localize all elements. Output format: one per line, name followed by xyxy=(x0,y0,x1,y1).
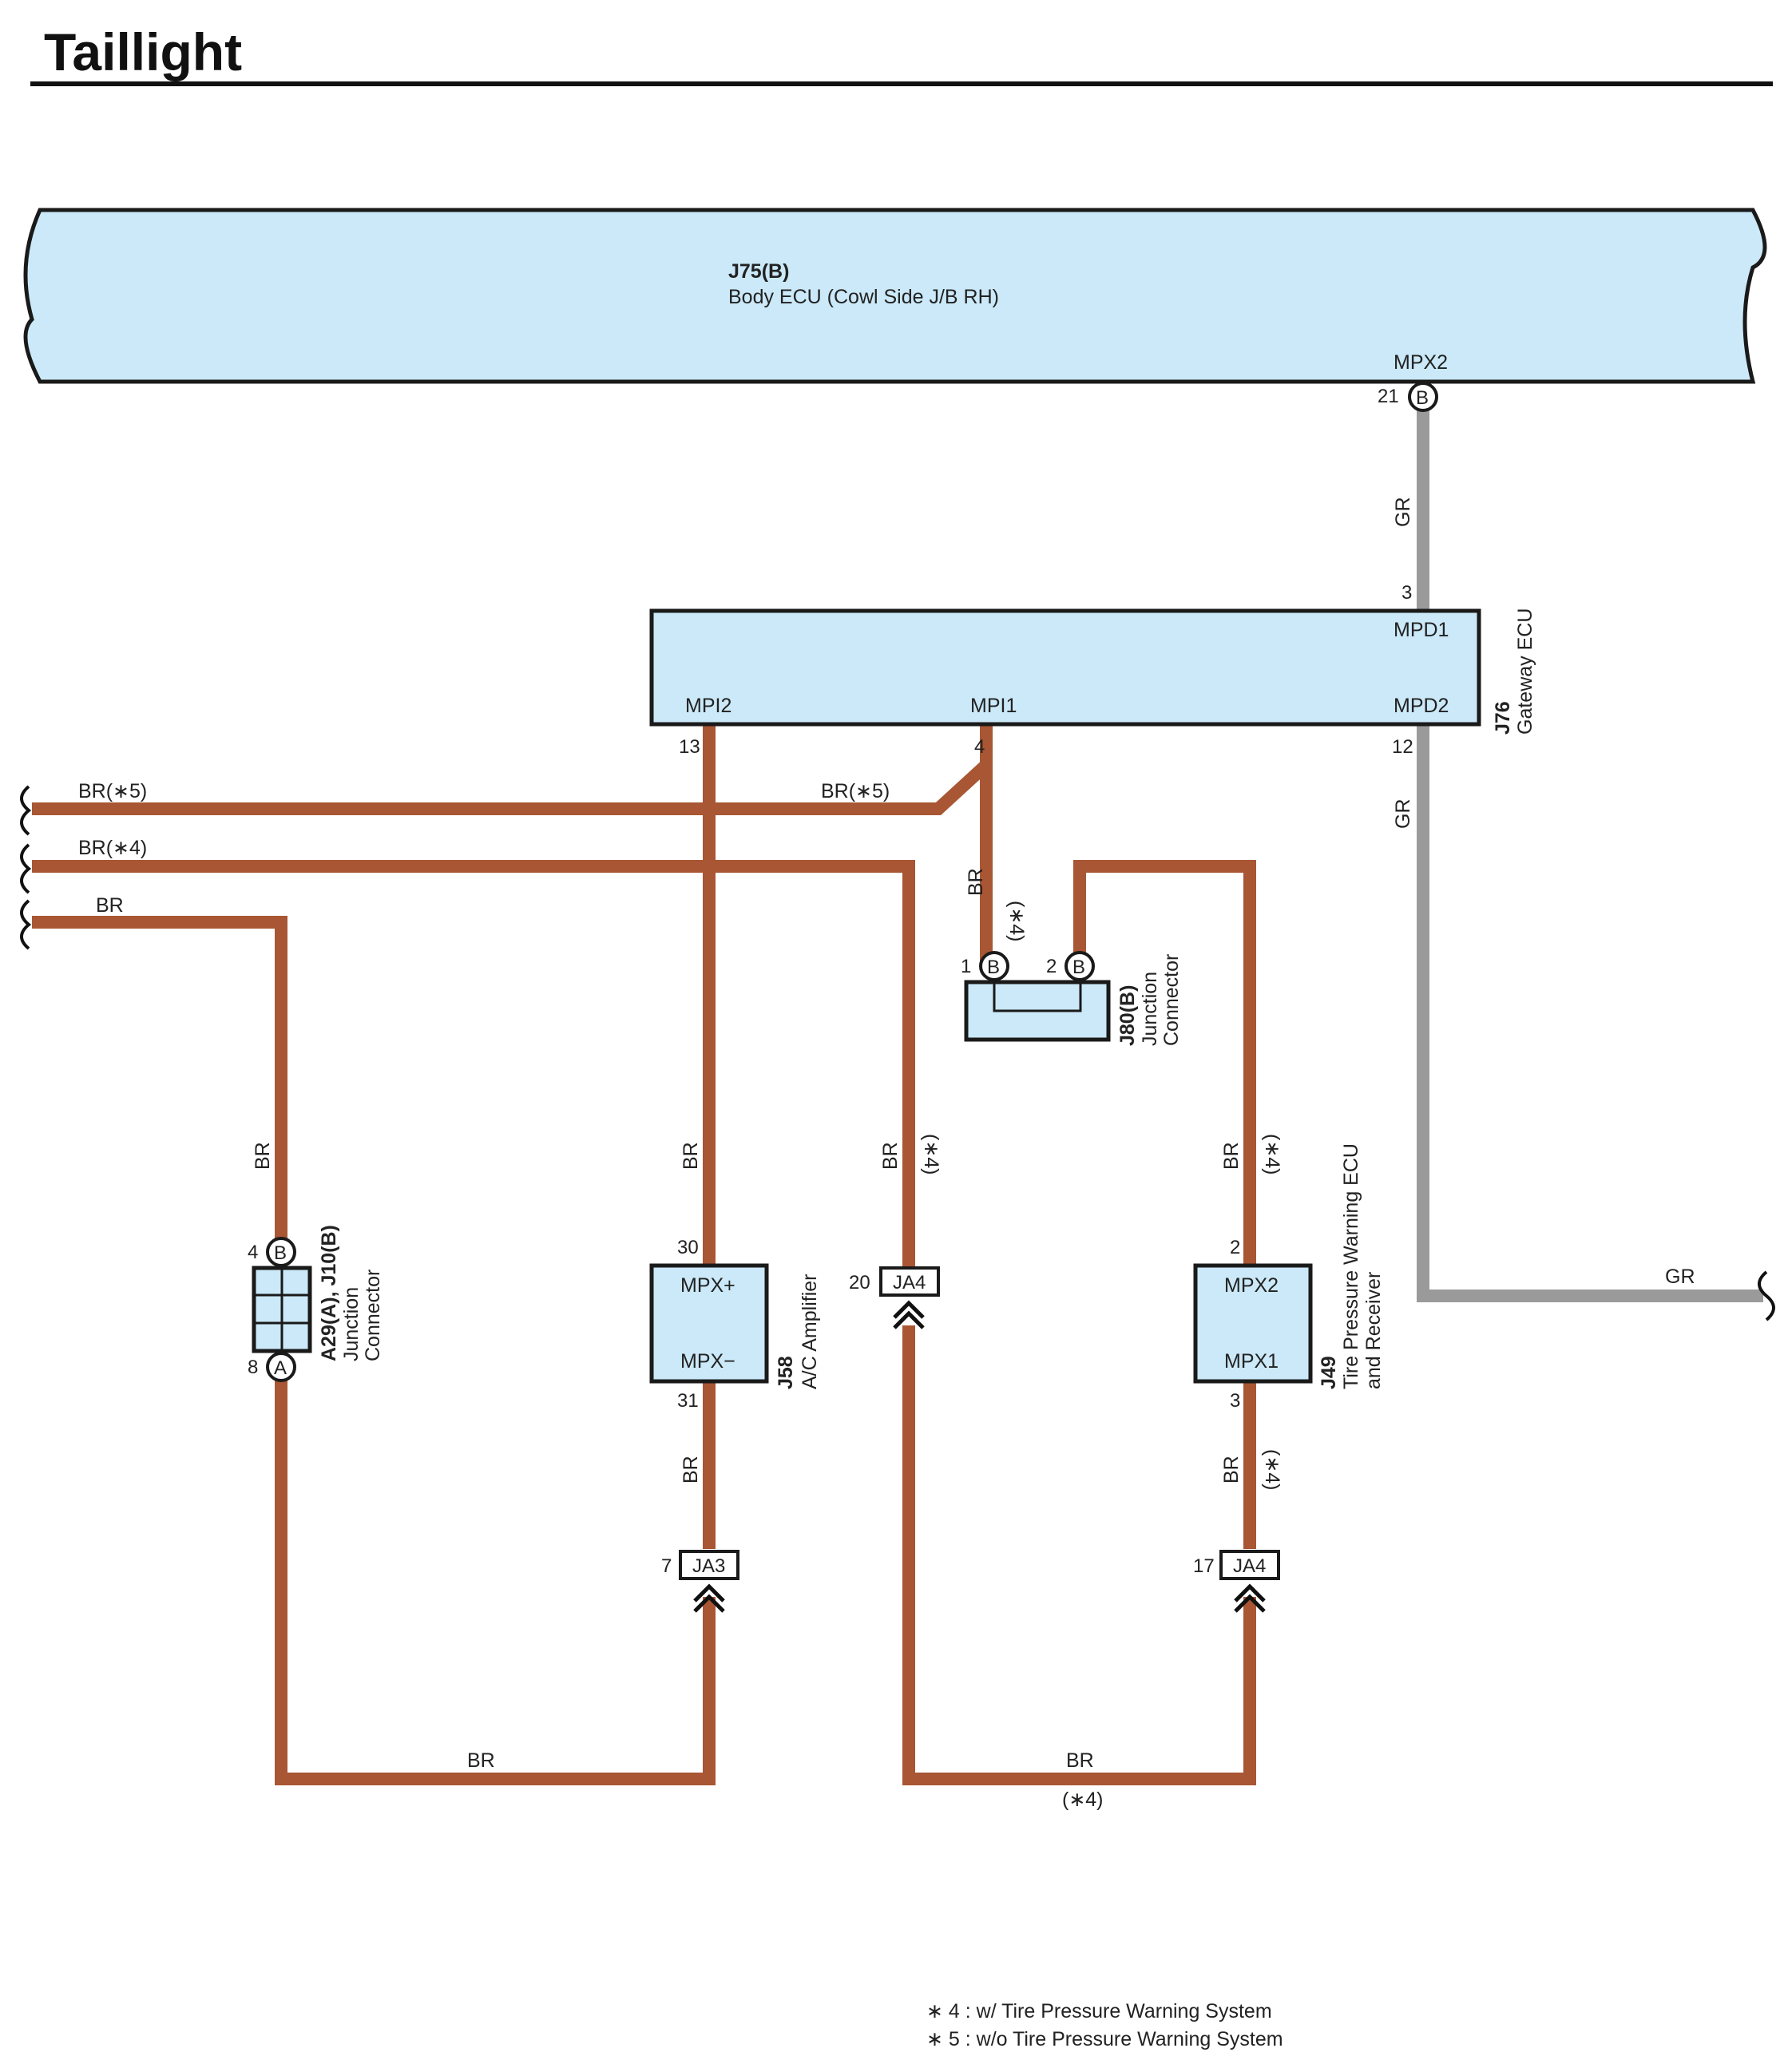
gateway-terminal-mpi1: MPI1 xyxy=(970,695,1017,717)
j80-code: J80(B) xyxy=(1116,985,1139,1046)
gateway-terminal-mpd1: MPD1 xyxy=(1394,619,1449,641)
j49-name-2: and Receiver xyxy=(1362,1272,1385,1389)
ja4-pin-20: 20 xyxy=(849,1272,870,1293)
j49-box xyxy=(1193,1263,1313,1384)
ja3-pin-7: 7 xyxy=(661,1555,672,1577)
body-ecu-connector-label: B xyxy=(1416,387,1429,409)
body-ecu-code: J75(B) xyxy=(728,260,789,283)
ja4-label-17: JA4 xyxy=(1233,1555,1266,1577)
wire-label-br5: BR(∗5) xyxy=(821,780,890,802)
j49-terminal-mpx2: MPX2 xyxy=(1224,1274,1279,1297)
wire-label-s4: (∗4) xyxy=(1261,1449,1283,1491)
gateway-terminal-mpi2: MPI2 xyxy=(685,695,731,717)
body-ecu-name: Body ECU (Cowl Side J/B RH) xyxy=(728,286,999,308)
j58-pin-30: 30 xyxy=(677,1237,699,1258)
gateway-ecu-box xyxy=(649,608,1481,727)
page-title: Taillight xyxy=(44,22,242,81)
body-ecu-box xyxy=(23,208,1767,384)
j80-pin-2: 2 xyxy=(1046,956,1057,977)
a29-name-2: Connector xyxy=(362,1270,384,1361)
ja4-pin-17: 17 xyxy=(1193,1555,1215,1577)
j80-conn1-label: B xyxy=(987,957,1000,978)
ja4-connector-17 xyxy=(1219,1550,1280,1580)
body-ecu-connector-b xyxy=(1408,382,1438,412)
wire-label-br: BR xyxy=(252,1142,274,1170)
wire-label-gr: GR xyxy=(1665,1266,1695,1288)
body-ecu-terminal-mpx2: MPX2 xyxy=(1394,351,1448,374)
a29-code: A29(A), J10(B) xyxy=(318,1225,340,1361)
wire-br-left xyxy=(32,916,287,1252)
a29-bottom-connector xyxy=(266,1352,296,1382)
wire-label-s4: (∗4) xyxy=(920,1134,942,1175)
wire-label-s4: (∗4) xyxy=(1261,1134,1283,1175)
break-mark-gr xyxy=(1758,1270,1775,1321)
a29-conn-top-label: B xyxy=(274,1242,287,1264)
j80-pin1-connector xyxy=(979,951,1009,981)
wire-label-s4: (∗4) xyxy=(1062,1789,1104,1811)
gateway-pin-4: 4 xyxy=(974,736,985,758)
body-ecu-pin-21: 21 xyxy=(1378,386,1399,407)
ja4-label-20: JA4 xyxy=(893,1272,926,1293)
footnote-5: ∗ 5 : w/o Tire Pressure Warning System xyxy=(926,2028,1283,2050)
wire-br-a29-ja3 xyxy=(275,1367,716,1785)
wire-label-br: BR xyxy=(467,1749,495,1772)
wire-label-br: BR xyxy=(1066,1749,1094,1772)
j80-pin-1: 1 xyxy=(961,956,971,977)
j58-name: A/C Amplifier xyxy=(799,1274,821,1389)
j80-pin2-connector xyxy=(1064,951,1095,981)
gateway-ecu-code: J76 xyxy=(1492,701,1514,735)
gateway-pin-3: 3 xyxy=(1401,582,1412,604)
j80-conn2-label: B xyxy=(1072,957,1085,978)
wire-label-s4: (∗4) xyxy=(1005,901,1028,942)
wire-label-br: BR xyxy=(1220,1142,1243,1170)
footnote-4: ∗ 4 : w/ Tire Pressure Warning System xyxy=(926,2000,1272,2022)
wire-br4 xyxy=(32,860,915,1280)
break-mark-br4 xyxy=(20,843,32,894)
gateway-pin-12: 12 xyxy=(1392,736,1413,758)
ja4-20-chevron-icon xyxy=(893,1300,925,1329)
ja3-chevron-icon xyxy=(693,1583,725,1613)
wire-label-br: BR xyxy=(96,894,124,917)
j49-pin-3: 3 xyxy=(1230,1390,1240,1412)
wire-label-br5: BR(∗5) xyxy=(78,780,147,802)
ja4-connector-20 xyxy=(879,1266,940,1297)
j49-pin-2: 2 xyxy=(1230,1237,1240,1258)
wire-label-br: BR xyxy=(680,1456,702,1484)
wire-gr-gateway-out xyxy=(1417,723,1763,1302)
wire-label-br: BR xyxy=(965,868,987,896)
j58-terminal-mpx-plus: MPX+ xyxy=(680,1274,735,1297)
j58-code: J58 xyxy=(775,1356,797,1389)
wire-label-br: BR xyxy=(680,1142,702,1170)
gateway-pin-13: 13 xyxy=(679,736,700,758)
ja3-label: JA3 xyxy=(692,1555,725,1577)
ja3-connector-7 xyxy=(679,1550,739,1580)
gateway-ecu-name: Gateway ECU xyxy=(1514,608,1536,735)
gateway-terminal-mpd2: MPD2 xyxy=(1394,695,1449,717)
j58-pin-31: 31 xyxy=(677,1390,699,1412)
j58-box xyxy=(649,1263,769,1384)
j49-code: J49 xyxy=(1318,1356,1340,1389)
break-mark-br xyxy=(20,899,32,950)
break-mark-br5 xyxy=(20,785,32,836)
a29-top-connector xyxy=(266,1237,296,1267)
wire-label-br: BR xyxy=(1220,1456,1243,1484)
j49-name-1: Tire Pressure Warning ECU xyxy=(1340,1143,1362,1389)
j80-name-2: Connector xyxy=(1160,954,1183,1046)
wire-label-gr: GR xyxy=(1392,497,1414,528)
j58-terminal-mpx-minus: MPX− xyxy=(680,1350,735,1373)
wire-label-br4: BR(∗4) xyxy=(78,837,147,859)
j80-bridge xyxy=(993,980,1082,1012)
wire-br-j80-tpw xyxy=(1073,860,1256,1266)
a29-pin-4: 4 xyxy=(248,1242,258,1263)
wire-br-ja4-loop xyxy=(902,1325,1256,1785)
j49-terminal-mpx1: MPX1 xyxy=(1224,1350,1279,1373)
a29-conn-bot-label: A xyxy=(274,1357,287,1379)
wire-label-gr: GR xyxy=(1392,799,1414,830)
a29-name-1: Junction xyxy=(340,1287,363,1361)
a29-pin-8: 8 xyxy=(248,1357,258,1378)
wire-label-br: BR xyxy=(879,1142,902,1170)
ja4-17-chevron-icon xyxy=(1234,1583,1266,1613)
j80-name-1: Junction xyxy=(1139,972,1161,1046)
